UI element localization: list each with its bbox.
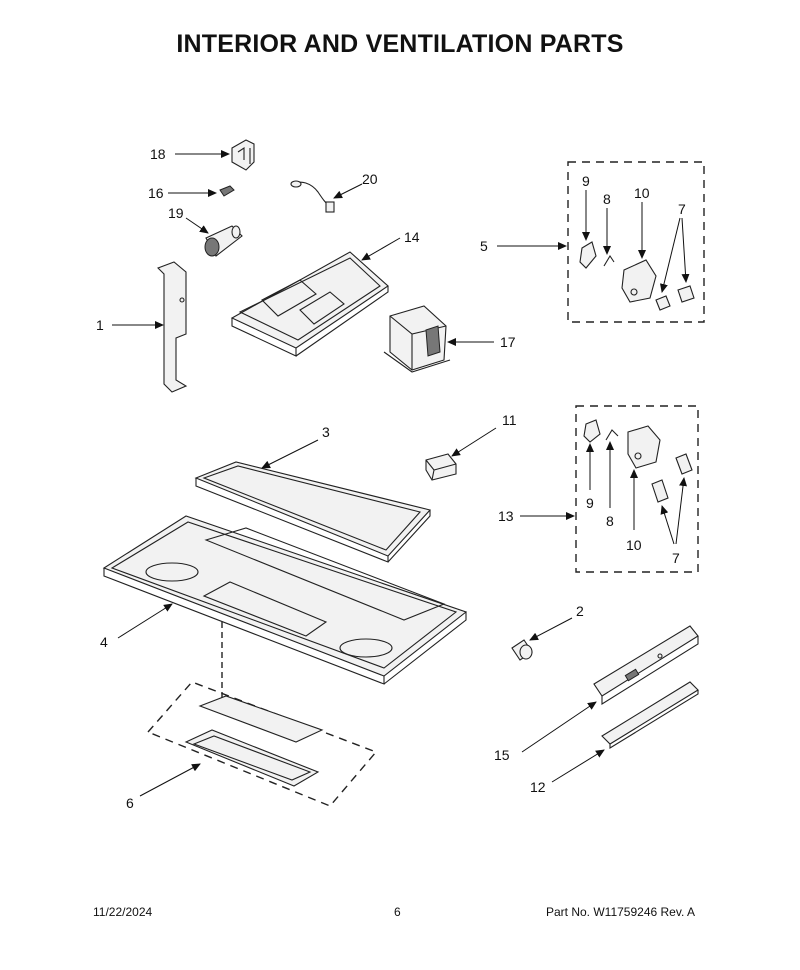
callout-1: 1 (96, 317, 104, 333)
leader-3 (261, 439, 319, 469)
callout-5: 5 (480, 238, 488, 254)
callout-2: 2 (576, 603, 584, 619)
part-6-grille-bottom (184, 729, 320, 787)
callout-7-lower: 7 (672, 550, 680, 566)
part-2-knob[interactable] (511, 639, 533, 661)
part-3-filter[interactable] (194, 461, 432, 563)
part-10-holder-upper (621, 259, 657, 303)
callout-6: 6 (126, 795, 134, 811)
leader-12 (551, 749, 605, 783)
part-9-switch-lower (583, 419, 601, 443)
callout-8-upper: 8 (603, 191, 611, 207)
leader-6 (139, 763, 201, 797)
part-20-thermal-fuse[interactable] (290, 180, 335, 213)
leader-7-upper-a (660, 217, 681, 293)
leader-20 (333, 183, 363, 199)
callout-20: 20 (362, 171, 378, 187)
leader-11 (451, 427, 497, 457)
part-8-spring-upper (603, 254, 615, 267)
callout-11: 11 (502, 412, 517, 428)
callout-12: 12 (530, 779, 546, 795)
part-8-spring-lower (605, 429, 619, 441)
callout-13: 13 (498, 508, 514, 524)
leader-19 (185, 217, 209, 234)
footer-part-number: Part No. W11759246 Rev. A (546, 905, 695, 919)
part-16-clip[interactable] (219, 185, 235, 197)
leader-7-lower-b (660, 505, 675, 545)
callout-4: 4 (100, 634, 108, 650)
footer-page-number: 6 (394, 905, 401, 919)
callout-10-lower: 10 (626, 537, 642, 553)
callout-9-lower: 9 (586, 495, 594, 511)
page-title: INTERIOR AND VENTILATION PARTS (176, 30, 624, 58)
part-4-bottom-plate[interactable] (102, 515, 468, 685)
part-10-holder-lower (627, 425, 661, 469)
part-9-switch-upper (579, 241, 597, 269)
part-6-grille-top (198, 695, 324, 743)
part-17-transformer[interactable] (383, 305, 451, 373)
group-6-grille-assembly[interactable] (146, 681, 378, 807)
leader-14 (361, 237, 401, 261)
part-7-actuator-upper-b (677, 285, 695, 303)
part-7-actuator-lower-b (651, 479, 669, 503)
part-19-capacitor[interactable] (204, 225, 243, 257)
callout-9-upper: 9 (582, 173, 590, 189)
callout-3: 3 (322, 424, 330, 440)
part-15-control-bracket[interactable] (593, 625, 699, 705)
callout-7-upper: 7 (678, 201, 686, 217)
leader-15 (521, 701, 597, 753)
callout-16: 16 (148, 185, 164, 201)
group-5-switch-assembly[interactable] (567, 161, 705, 323)
footer-date: 11/22/2024 (93, 905, 153, 919)
leader-7-lower-a (675, 477, 688, 545)
callout-17: 17 (500, 334, 516, 350)
leader-7-upper-b (681, 217, 690, 283)
leader-2 (529, 617, 573, 641)
callout-15: 15 (494, 747, 510, 763)
callout-18: 18 (150, 146, 166, 162)
part-1-bracket[interactable] (157, 261, 188, 393)
part-7-actuator-lower-a (675, 453, 693, 475)
callout-8-lower: 8 (606, 513, 614, 529)
callout-10-upper: 10 (634, 185, 650, 201)
part-14-mounting-plate[interactable] (230, 251, 389, 357)
part-18-switch[interactable] (231, 139, 255, 171)
part-11-block[interactable] (425, 453, 457, 481)
leader-4 (117, 603, 173, 639)
callout-19: 19 (168, 205, 184, 221)
part-12-trim-strip[interactable] (601, 681, 699, 749)
callout-14: 14 (404, 229, 420, 245)
group-13-switch-assembly[interactable] (575, 405, 699, 573)
part-7-actuator-upper-a (655, 295, 671, 311)
